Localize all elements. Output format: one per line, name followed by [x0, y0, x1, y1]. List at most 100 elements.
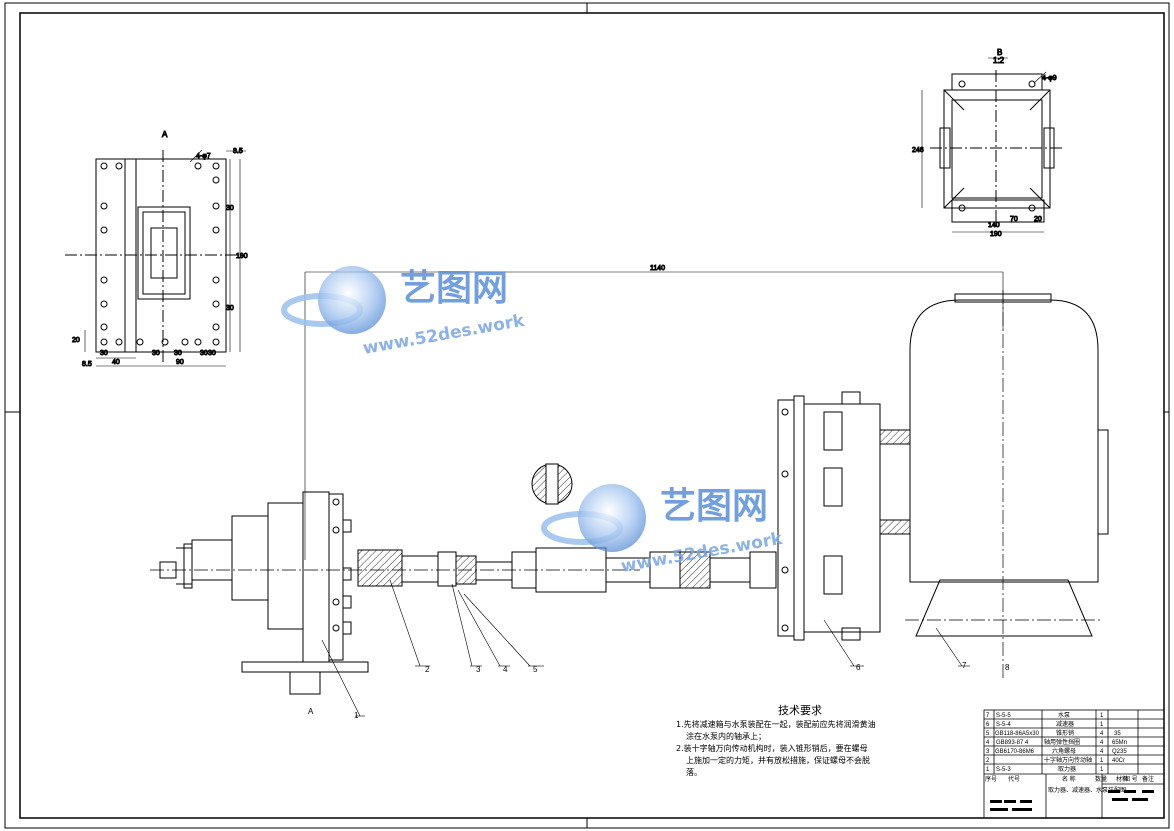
- svg-text:1: 1: [986, 767, 990, 773]
- svg-text:艺图网: 艺图网: [400, 268, 508, 309]
- bolt-hole-pattern-a: [100, 162, 220, 346]
- svg-text:40: 40: [112, 359, 120, 366]
- bom-row-1: 1 S-5-3 取力器 1: [986, 765, 1104, 773]
- svg-text:十字轴万向传动轴: 十字轴万向传动轴: [1044, 756, 1092, 764]
- svg-text:30: 30: [226, 305, 234, 312]
- svg-text:30: 30: [208, 350, 216, 357]
- bom-row-2: 2 十字轴万向传动轴 1 40Cr: [986, 756, 1125, 764]
- svg-text:4: 4: [986, 740, 990, 746]
- bom-row-7: 7 S-5-5 水泵 1: [986, 711, 1104, 719]
- view-b-label: B: [997, 48, 1002, 57]
- svg-text:4-φ9: 4-φ9: [1042, 75, 1057, 82]
- svg-text:30: 30: [200, 350, 208, 357]
- svg-text:Q235: Q235: [1112, 749, 1127, 755]
- section-mark-a: A: [308, 707, 314, 716]
- universal-joint-shaft: [357, 547, 777, 593]
- water-pump: [905, 290, 1109, 680]
- svg-text:30: 30: [226, 205, 234, 212]
- tech-req-line-2: 涂在水泵内的轴承上；: [686, 731, 766, 741]
- svg-text:30: 30: [174, 350, 182, 357]
- svg-text:8.5: 8.5: [233, 148, 243, 155]
- svg-text:246: 246: [912, 147, 924, 154]
- svg-text:六角螺母: 六角螺母: [1052, 747, 1076, 755]
- bom-row-5: 5 GB118-86A5x30 锥形销 4 35: [986, 729, 1121, 737]
- svg-text:4: 4: [1100, 731, 1104, 737]
- svg-text:1: 1: [1100, 758, 1104, 764]
- svg-text:35: 35: [1114, 731, 1121, 737]
- part-label-1: 1: [354, 711, 359, 720]
- view-a: A 8.5: [65, 130, 248, 369]
- svg-text:名 称: 名 称: [1062, 775, 1076, 783]
- svg-text:20: 20: [72, 337, 80, 344]
- svg-text:190: 190: [990, 231, 1002, 238]
- shaft-section: [531, 463, 573, 505]
- technical-requirements: 技术要求 1.先将减速箱与水泵装配在一起，装配前应先将润滑黄油 涂在水泵内的轴承…: [676, 704, 876, 777]
- bom-row-6: 6 S-5-4 减速器 1: [986, 720, 1104, 728]
- svg-text:www.52des.work: www.52des.work: [361, 311, 526, 359]
- svg-text:数量: 数量: [1095, 775, 1107, 783]
- svg-text:40Cr: 40Cr: [1112, 758, 1125, 764]
- bom-table: 7 S-5-5 水泵 1 6 S-5-4 减速器 1 5 GB118-86A5x…: [983, 709, 1165, 819]
- svg-text:备注: 备注: [1142, 775, 1154, 783]
- tech-req-line-3: 2.装十字轴万向传动机构时，装入锥形销后，要在螺母: [676, 743, 868, 753]
- part-label-6: 6: [856, 663, 861, 672]
- tech-req-line-4: 上施加一定的力矩，并有放松措施，保证螺母不会脱: [686, 755, 870, 765]
- svg-text:190: 190: [236, 253, 248, 260]
- svg-text:代号: 代号: [1008, 775, 1020, 783]
- bom-row-3: 3 GB6170-86M6 六角螺母 4 Q235: [986, 747, 1127, 755]
- part-label-2: 2: [425, 665, 430, 674]
- svg-text:取力器: 取力器: [1058, 765, 1076, 773]
- bom-row-4: 4 GB893-87 4 轴用弹性挡圈 4 65Mn: [986, 738, 1127, 746]
- svg-text:轴用弹性挡圈: 轴用弹性挡圈: [1044, 738, 1080, 746]
- svg-text:90: 90: [176, 359, 184, 366]
- part-label-8: 8: [1005, 663, 1010, 672]
- watermark-top: 艺图网 www.52des.work: [281, 266, 527, 359]
- reducer: [777, 391, 911, 641]
- part-label-4: 4: [503, 665, 508, 674]
- view-b-scale: 1:2: [993, 56, 1005, 65]
- svg-text:S-5-4: S-5-4: [996, 722, 1011, 728]
- tech-req-line-1: 1.先将减速箱与水泵装配在一起，装配前应先将润滑黄油: [676, 719, 876, 729]
- svg-text:锥形销: 锥形销: [1056, 729, 1074, 737]
- part-label-3: 3: [476, 665, 481, 674]
- svg-text:6: 6: [986, 722, 990, 728]
- title-block-redacted: [990, 790, 1154, 811]
- svg-text:1: 1: [1100, 722, 1104, 728]
- leader-lines: [321, 579, 970, 717]
- svg-text:1140: 1140: [650, 265, 665, 272]
- view-a-label: A: [162, 130, 168, 139]
- svg-text:70: 70: [1010, 216, 1018, 223]
- svg-text:GB893-87 4: GB893-87 4: [996, 740, 1029, 746]
- svg-text:4-φ7: 4-φ7: [196, 153, 211, 160]
- main-assembly: 1140: [150, 265, 1109, 717]
- svg-text:30: 30: [100, 350, 108, 357]
- bom-header-row: 序号 代号 名 称 数量 材料 备注: [985, 775, 1154, 783]
- svg-text:3: 3: [986, 749, 990, 755]
- title-block-name: 取力器、减速器、水泵装配图: [1048, 786, 1126, 794]
- part-label-7: 7: [962, 661, 967, 670]
- svg-text:减速器: 减速器: [1056, 720, 1074, 728]
- svg-text:艺图网: 艺图网: [660, 486, 768, 527]
- svg-text:140: 140: [988, 222, 1000, 229]
- tech-req-title: 技术要求: [778, 704, 822, 717]
- svg-text:GB6170-86M6: GB6170-86M6: [995, 749, 1035, 755]
- svg-text:20: 20: [1034, 216, 1042, 223]
- svg-text:30: 30: [152, 350, 160, 357]
- power-take-off: [159, 491, 369, 695]
- sheet-border: [4, 2, 1170, 829]
- svg-text:S-5-5: S-5-5: [996, 713, 1011, 719]
- svg-text:4: 4: [1100, 749, 1104, 755]
- svg-text:65Mn: 65Mn: [1112, 740, 1127, 746]
- svg-text:S-5-3: S-5-3: [996, 767, 1011, 773]
- svg-text:1: 1: [1100, 713, 1104, 719]
- part-numbers: 1 2 3 4 5 6 7 8 A: [308, 661, 1010, 720]
- svg-text:1: 1: [1100, 767, 1104, 773]
- part-label-5: 5: [533, 665, 538, 674]
- svg-text:8.5: 8.5: [82, 361, 92, 368]
- tech-req-line-5: 落。: [686, 767, 702, 777]
- svg-text:材料: 材料: [1116, 775, 1128, 783]
- drawing-number-label: 图 号: [1124, 776, 1138, 783]
- view-b: B 1:2 4-φ9 246 140 70 20 190: [912, 48, 1064, 239]
- svg-text:序号: 序号: [985, 775, 997, 783]
